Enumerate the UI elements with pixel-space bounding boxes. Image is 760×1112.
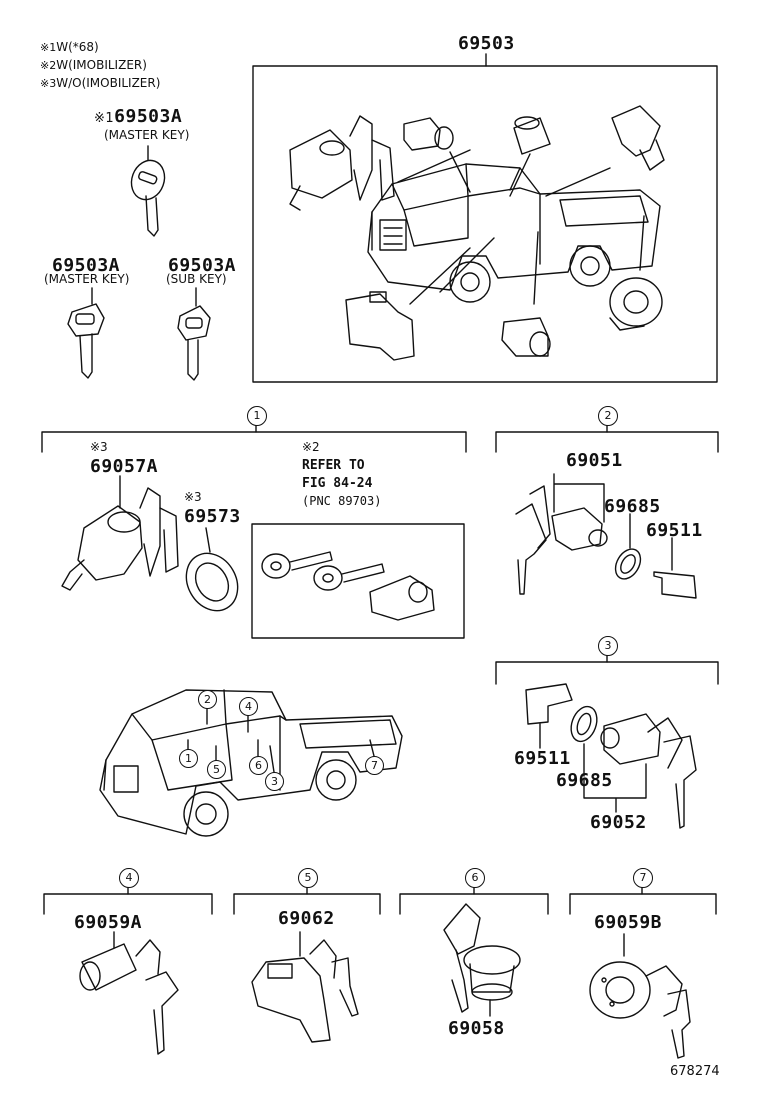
part-number-69503A-sub[interactable]: 69503A	[168, 255, 237, 276]
part-number-69052[interactable]: 69052	[590, 812, 647, 833]
refer-line-1: REFER TO	[302, 458, 365, 473]
truck-callout-2: 2	[198, 690, 217, 709]
truck-illustration-top	[367, 163, 661, 303]
mark-69057A: ※3	[90, 440, 108, 454]
clip-69511-illustration-g3	[525, 683, 573, 725]
group-4-index: 4	[119, 868, 139, 888]
tailgate-lock-illustration-top	[345, 291, 415, 361]
part-number-69059B[interactable]: 69059B	[594, 912, 663, 933]
label-master-key-imobilizer: (MASTER KEY)	[104, 128, 190, 142]
group1-bracket	[41, 431, 467, 453]
truck-callout-6: 6	[249, 756, 268, 775]
part-number-69503A-master[interactable]: 69503A	[52, 255, 121, 276]
group3-bracket	[495, 661, 719, 685]
fuel-cap-lock-illustration-top	[611, 105, 665, 171]
callout-leaders	[187, 707, 375, 773]
truck-callout-1: 1	[179, 749, 198, 768]
refer-line-2: FIG 84-24	[302, 476, 373, 491]
refer-line-3: (PNC 89703)	[302, 494, 382, 508]
glovebox-cylinder-illustration	[79, 939, 179, 1055]
assembly-frame-69503	[252, 65, 718, 383]
door-cylinder-illustration-top	[501, 317, 551, 357]
leader-69052	[583, 763, 647, 813]
tailgate-lock-illustration	[251, 939, 359, 1043]
part-number-69062[interactable]: 69062	[278, 908, 335, 929]
group5-bracket	[233, 893, 381, 915]
group4-bracket	[43, 893, 213, 915]
group-5-index: 5	[298, 868, 318, 888]
master-key-illustration	[67, 303, 105, 379]
note-1: ※1W(*68)	[40, 40, 99, 54]
group-2-index: 2	[598, 406, 618, 426]
truck-illustration-callouts	[99, 689, 403, 837]
part-number-69685-g2[interactable]: 69685	[604, 496, 661, 517]
pointer-arrows-top	[397, 149, 645, 305]
truck-callout-5: 5	[207, 760, 226, 779]
truck-callout-3: 3	[265, 772, 284, 791]
ring-69573-illustration	[185, 552, 239, 612]
label-master-key: (MASTER KEY)	[44, 272, 130, 286]
part-number-69057A[interactable]: 69057A	[90, 456, 159, 477]
group-3-index: 3	[598, 636, 618, 656]
group2-bracket	[495, 431, 719, 453]
figure-id: 678274	[670, 1064, 720, 1079]
ignition-lock-illustration-top	[289, 115, 395, 211]
part-number-69051[interactable]: 69051	[566, 450, 623, 471]
mark-69573: ※3	[184, 490, 202, 504]
spare-tire-lock-illustration	[589, 961, 691, 1059]
mark-refer: ※2	[302, 440, 320, 454]
truck-callout-4: 4	[239, 697, 258, 716]
label-sub-key: (SUB KEY)	[166, 272, 227, 286]
master-key-imobilizer-illustration	[130, 159, 166, 237]
note-3: ※3W/O(IMOBILIZER)	[40, 76, 161, 90]
glovebox-cylinder-illustration-top	[513, 116, 551, 155]
sub-key-illustration	[177, 305, 211, 381]
part-number-69511-g2[interactable]: 69511	[646, 520, 703, 541]
door-lock-set-illustration-g2	[515, 485, 608, 595]
part-number-69059A[interactable]: 69059A	[74, 912, 143, 933]
part-number-69685-g3[interactable]: 69685	[556, 770, 613, 791]
door-lock-set-illustration-g3	[600, 713, 697, 829]
refer-frame	[251, 523, 465, 639]
door-lock-illustration-top	[403, 117, 454, 151]
pad-69685-illustration-g3	[570, 705, 598, 743]
part-number-69573[interactable]: 69573	[184, 506, 241, 527]
pad-69685-illustration-g2	[614, 548, 642, 580]
part-number-69058[interactable]: 69058	[448, 1018, 505, 1039]
group-7-index: 7	[633, 868, 653, 888]
part-number-69511-g3[interactable]: 69511	[514, 748, 571, 769]
group6-bracket	[399, 893, 549, 915]
group7-bracket	[569, 893, 717, 915]
leader-69573	[205, 527, 211, 553]
part-number-69503[interactable]: 69503	[458, 33, 515, 54]
part-number-69503A-imobilizer[interactable]: ※169503A	[94, 106, 183, 127]
fuel-cap-lock-illustration	[443, 903, 521, 1013]
truck-callout-7: 7	[365, 756, 384, 775]
group-6-index: 6	[465, 868, 485, 888]
spare-lock-illustration-top	[609, 277, 663, 331]
leader-69051	[553, 473, 605, 523]
refer-keys-illustration	[261, 551, 435, 621]
clip-69511-illustration-g2	[653, 571, 697, 599]
note-2: ※2W(IMOBILIZER)	[40, 58, 147, 72]
ignition-cylinder-illustration	[61, 487, 179, 591]
group-1-index: 1	[247, 406, 267, 426]
